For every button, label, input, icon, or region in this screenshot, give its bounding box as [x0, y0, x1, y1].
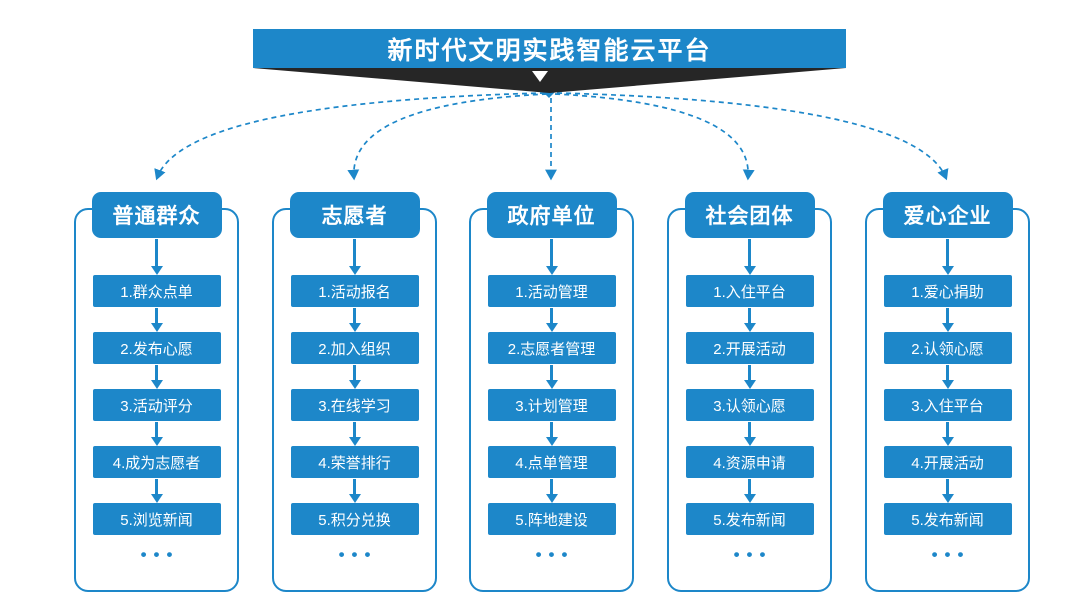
role-column-general-public: 普通群众 1.群众点单 2.发布心愿 3.活动评分 4.成为志愿者 5.浏览新闻… [74, 192, 239, 592]
connector-to-col2 [347, 93, 548, 181]
step-box: 4.开展活动 [883, 446, 1012, 478]
step-box: 4.点单管理 [487, 446, 616, 478]
down-arrow-icon [345, 478, 365, 503]
step-box: 1.活动管理 [487, 275, 616, 307]
step-box: 3.认领心愿 [685, 389, 814, 421]
connector-to-col5 [556, 92, 949, 181]
down-arrow-icon [542, 307, 562, 332]
step-box: 5.阵地建设 [487, 503, 616, 535]
step-box: 1.群众点单 [92, 275, 221, 307]
down-arrow-icon [938, 421, 958, 446]
column-header: 志愿者 [289, 192, 420, 238]
down-arrow-icon [740, 364, 760, 389]
down-arrow-icon [542, 421, 562, 446]
step-box: 3.计划管理 [487, 389, 616, 421]
ellipsis-dots: ••• [535, 545, 575, 564]
step-box: 2.认领心愿 [883, 332, 1012, 364]
down-arrow-icon [938, 307, 958, 332]
step-box: 2.加入组织 [290, 332, 419, 364]
down-arrow-icon [542, 364, 562, 389]
step-box: 5.发布新闻 [685, 503, 814, 535]
connector-to-col4 [554, 93, 755, 181]
down-triangle-icon [532, 71, 548, 82]
down-arrow-icon [345, 364, 365, 389]
role-column-caring-enterprise: 爱心企业 1.爱心捐助 2.认领心愿 3.入住平台 4.开展活动 5.发布新闻 … [865, 192, 1030, 592]
step-box: 3.活动评分 [92, 389, 221, 421]
down-arrow-icon [542, 478, 562, 503]
column-header: 社会团体 [684, 192, 815, 238]
role-column-social-group: 社会团体 1.入住平台 2.开展活动 3.认领心愿 4.资源申请 5.发布新闻 … [667, 192, 832, 592]
down-arrow-icon [938, 364, 958, 389]
step-box: 3.在线学习 [290, 389, 419, 421]
step-box: 5.浏览新闻 [92, 503, 221, 535]
down-arrow-icon [345, 238, 365, 275]
column-header: 爱心企业 [882, 192, 1013, 238]
down-arrow-icon [147, 238, 167, 275]
ellipsis-dots: ••• [140, 545, 180, 564]
step-box: 1.活动报名 [290, 275, 419, 307]
step-box: 4.荣誉排行 [290, 446, 419, 478]
connector-to-col1 [154, 92, 546, 181]
step-box: 5.积分兑换 [290, 503, 419, 535]
down-arrow-icon [938, 478, 958, 503]
step-box: 2.开展活动 [685, 332, 814, 364]
down-arrow-icon [345, 421, 365, 446]
page-title: 新时代文明实践智能云平台 [253, 29, 846, 68]
down-arrow-icon [740, 478, 760, 503]
down-arrow-icon [938, 238, 958, 275]
down-arrow-icon [542, 238, 562, 275]
step-box: 5.发布新闻 [883, 503, 1012, 535]
down-arrow-icon [147, 478, 167, 503]
ellipsis-dots: ••• [931, 545, 971, 564]
step-box: 2.志愿者管理 [487, 332, 616, 364]
step-box: 3.入住平台 [883, 389, 1012, 421]
step-box: 1.爱心捐助 [883, 275, 1012, 307]
step-box: 2.发布心愿 [92, 332, 221, 364]
column-header: 普通群众 [91, 192, 222, 238]
step-box: 4.资源申请 [685, 446, 814, 478]
ellipsis-dots: ••• [733, 545, 773, 564]
down-arrow-icon [147, 364, 167, 389]
down-arrow-icon [740, 421, 760, 446]
down-arrow-icon [740, 238, 760, 275]
step-box: 4.成为志愿者 [92, 446, 221, 478]
column-header: 政府单位 [486, 192, 617, 238]
role-column-volunteer: 志愿者 1.活动报名 2.加入组织 3.在线学习 4.荣誉排行 5.积分兑换 •… [272, 192, 437, 592]
role-column-government: 政府单位 1.活动管理 2.志愿者管理 3.计划管理 4.点单管理 5.阵地建设… [469, 192, 634, 592]
down-arrow-icon [740, 307, 760, 332]
step-box: 1.入住平台 [685, 275, 814, 307]
title-ribbon [253, 68, 846, 93]
down-arrow-icon [345, 307, 365, 332]
down-arrow-icon [147, 307, 167, 332]
down-arrow-icon [147, 421, 167, 446]
ellipsis-dots: ••• [338, 545, 378, 564]
